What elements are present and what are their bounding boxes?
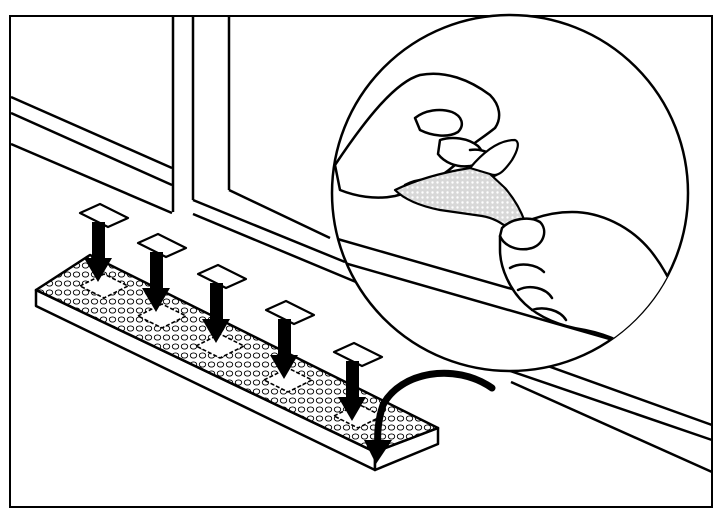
detail-lens [332,15,690,371]
